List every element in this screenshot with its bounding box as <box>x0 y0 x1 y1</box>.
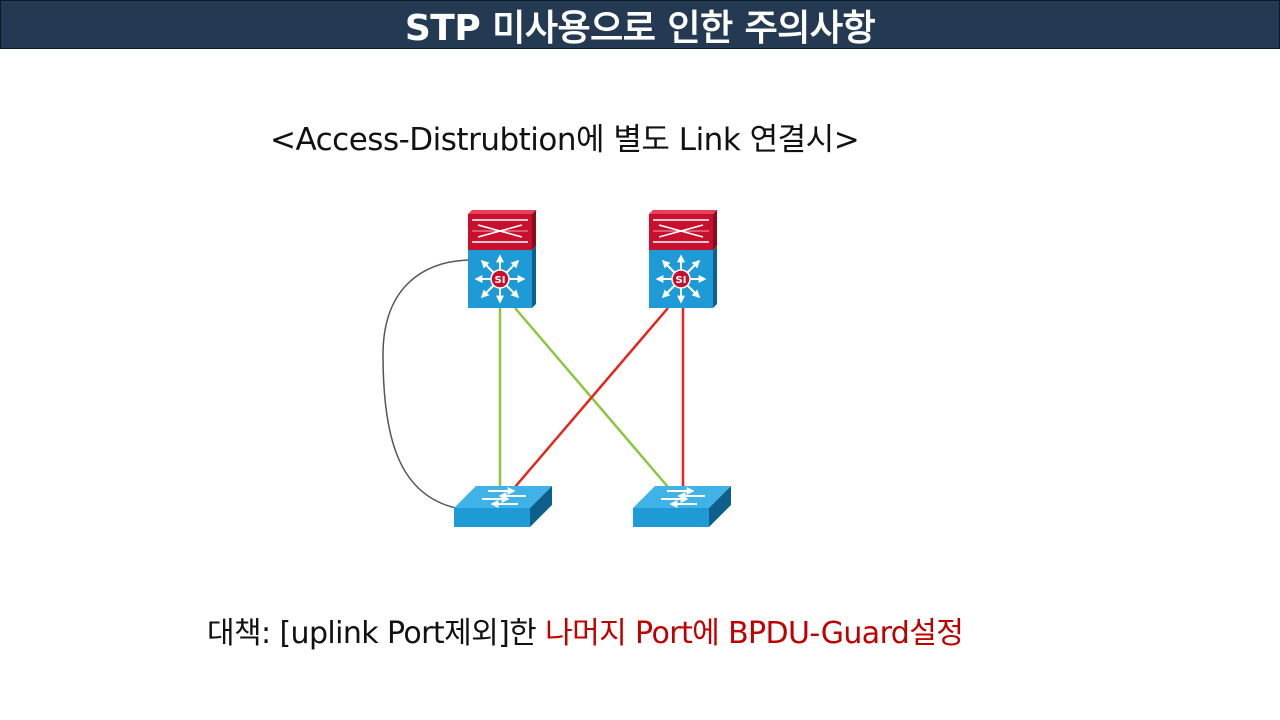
firewall-icon <box>468 210 536 250</box>
access-switch-right <box>633 486 731 527</box>
page-title: STP 미사용으로 인한 주의사항 <box>404 7 876 49</box>
extra-link <box>382 259 469 509</box>
workgroup-switch-icon <box>633 486 731 527</box>
layer3-switch-icon: SI <box>468 246 536 308</box>
access-switch-left <box>454 486 552 527</box>
si-label: SI <box>676 275 687 286</box>
dist-switch-right: SI <box>649 210 717 308</box>
countermeasure-prefix: 대책: [uplink Port제외]한 <box>207 616 546 651</box>
countermeasure-highlight: 나머지 Port에 BPDU-Guard설정 <box>545 616 964 651</box>
diagram-subtitle: <Access-Distrubtion에 별도 Link 연결시> <box>270 122 860 158</box>
dist-switch-left: SI <box>468 210 536 308</box>
layer3-switch-icon: SI <box>649 246 717 308</box>
link-dist-right-to-access-left <box>514 307 669 488</box>
firewall-icon <box>649 210 717 250</box>
si-label: SI <box>495 275 506 286</box>
workgroup-switch-icon <box>454 486 552 527</box>
title-bar: STP 미사용으로 인한 주의사항 <box>0 0 1280 49</box>
countermeasure-text: 대책: [uplink Port제외]한 나머지 Port에 BPDU-Guar… <box>207 608 964 652</box>
